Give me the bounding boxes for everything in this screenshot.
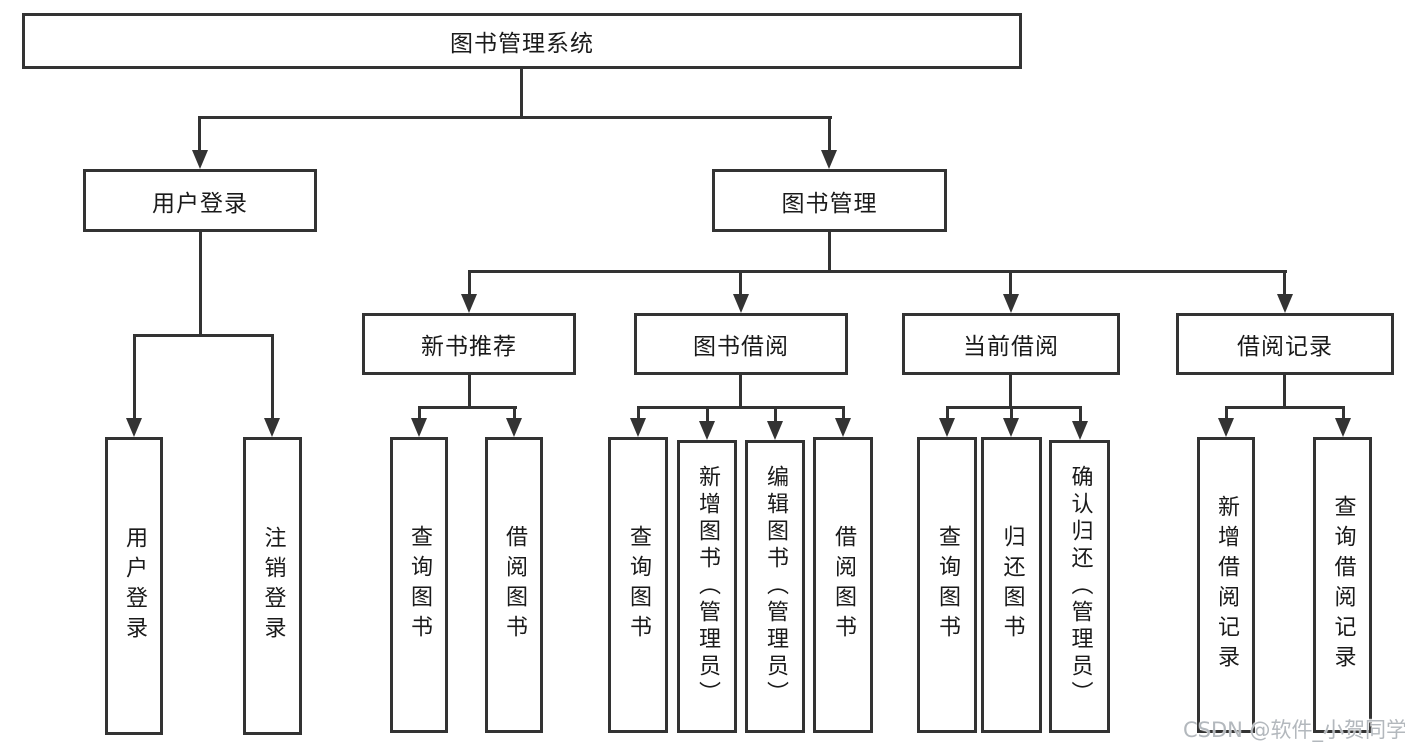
connector-root-to-book-mgmt — [828, 116, 831, 152]
connector-rec-bar — [418, 406, 517, 409]
connector-rec-drop-2 — [513, 406, 516, 420]
connector-rec-stem — [468, 375, 471, 409]
connector-user-login-stem — [199, 232, 202, 336]
node-bor-borrow-book-label: 借阅图书 — [831, 525, 856, 645]
node-rec-borrow-book: 借阅图书 — [485, 437, 543, 733]
connector-to-borrow-record — [1283, 270, 1286, 296]
node-rcd-add-record: 新增借阅记录 — [1197, 437, 1255, 733]
node-rec-query-book: 查询图书 — [390, 437, 448, 733]
connector-borrow-drop-1 — [637, 406, 640, 420]
node-current-borrow-label: 当前借阅 — [963, 334, 1059, 360]
node-cur-confirm-return-label: 确认归还（管理员） — [1067, 465, 1093, 708]
connector-borrow-drop-3 — [774, 406, 777, 423]
connector-borrow-stem — [739, 375, 742, 409]
node-bor-edit-book-label: 编辑图书（管理员） — [763, 465, 788, 708]
arrowhead-down-icon — [192, 150, 208, 169]
node-cur-return-book: 归还图书 — [981, 437, 1042, 733]
node-rec-query-book-label: 查询图书 — [407, 525, 432, 645]
arrowhead-down-icon — [1072, 421, 1088, 440]
arrowhead-down-icon — [1335, 418, 1351, 437]
node-cur-query-book: 查询图书 — [917, 437, 977, 733]
node-rcd-add-record-label: 新增借阅记录 — [1214, 495, 1239, 675]
connector-borrow-bar — [637, 406, 845, 409]
connector-current-drop-3 — [1079, 406, 1082, 423]
arrowhead-down-icon — [506, 418, 522, 437]
node-rec-borrow-book-label: 借阅图书 — [502, 525, 527, 645]
connector-current-drop-1 — [946, 406, 949, 420]
node-leaf-user-login-label: 用户登录 — [122, 526, 147, 646]
node-bor-add-book-label: 新增图书（管理员） — [695, 465, 720, 708]
arrowhead-down-icon — [1003, 294, 1019, 313]
connector-record-drop-2 — [1342, 406, 1345, 420]
node-book-borrow-label: 图书借阅 — [693, 334, 789, 360]
node-book-mgmt-label: 图书管理 — [781, 190, 878, 217]
arrowhead-down-icon — [835, 418, 851, 437]
connector-to-current-borrow — [1009, 270, 1012, 296]
connector-to-book-borrow — [739, 270, 742, 296]
node-leaf-logout: 注销登录 — [243, 437, 302, 735]
connector-to-leaf-login — [133, 334, 136, 420]
node-new-book-rec-label: 新书推荐 — [421, 334, 517, 360]
arrowhead-down-icon — [126, 418, 142, 437]
connector-borrow-drop-2 — [706, 406, 709, 423]
node-book-mgmt: 图书管理 — [712, 169, 947, 232]
arrowhead-down-icon — [1277, 294, 1293, 313]
arrowhead-down-icon — [264, 418, 280, 437]
connector-root-stem — [520, 69, 523, 118]
node-rcd-query-record-label: 查询借阅记录 — [1330, 495, 1356, 675]
connector-to-new-book-rec — [468, 270, 471, 296]
connector-current-bar — [946, 406, 1082, 409]
node-current-borrow: 当前借阅 — [902, 313, 1120, 375]
node-bor-add-book: 新增图书（管理员） — [677, 440, 737, 733]
node-cur-return-book-label: 归还图书 — [999, 525, 1025, 645]
connector-book-mgmt-stem — [828, 232, 831, 273]
arrowhead-down-icon — [699, 421, 715, 440]
connector-record-stem — [1283, 375, 1286, 409]
node-user-login: 用户登录 — [83, 169, 317, 232]
arrowhead-down-icon — [630, 418, 646, 437]
node-rcd-query-record: 查询借阅记录 — [1313, 437, 1372, 733]
node-bor-query-book-label: 查询图书 — [626, 525, 651, 645]
node-bor-edit-book: 编辑图书（管理员） — [745, 440, 805, 733]
connector-borrow-drop-4 — [842, 406, 845, 420]
connector-rec-drop-1 — [418, 406, 421, 420]
connector-root-bar — [198, 116, 832, 119]
arrowhead-down-icon — [767, 421, 783, 440]
connector-book-mgmt-bar — [468, 270, 1287, 273]
arrowhead-down-icon — [821, 150, 837, 169]
node-book-borrow: 图书借阅 — [634, 313, 848, 375]
connector-record-bar — [1225, 406, 1345, 409]
connector-current-stem — [1009, 375, 1012, 409]
arrowhead-down-icon — [461, 294, 477, 313]
node-borrow-record: 借阅记录 — [1176, 313, 1394, 375]
connector-user-login-bar — [133, 334, 274, 337]
connector-record-drop-1 — [1225, 406, 1228, 420]
connector-to-leaf-logout — [271, 334, 274, 420]
node-bor-query-book: 查询图书 — [608, 437, 668, 733]
arrowhead-down-icon — [411, 418, 427, 437]
csdn-watermark: CSDN @软件_小贺同学 — [1183, 718, 1405, 742]
node-bor-borrow-book: 借阅图书 — [813, 437, 873, 733]
node-leaf-user-login: 用户登录 — [105, 437, 163, 735]
node-root-label: 图书管理系统 — [450, 31, 594, 57]
node-cur-query-book-label: 查询图书 — [935, 525, 960, 645]
node-cur-confirm-return: 确认归还（管理员） — [1049, 440, 1110, 733]
node-user-login-label: 用户登录 — [152, 190, 248, 217]
node-root: 图书管理系统 — [22, 13, 1022, 69]
node-borrow-record-label: 借阅记录 — [1237, 334, 1333, 360]
arrowhead-down-icon — [733, 294, 749, 313]
connector-current-drop-2 — [1010, 406, 1013, 420]
arrowhead-down-icon — [939, 418, 955, 437]
node-new-book-rec: 新书推荐 — [362, 313, 576, 375]
connector-root-to-user-login — [198, 116, 201, 152]
arrowhead-down-icon — [1003, 418, 1019, 437]
node-leaf-logout-label: 注销登录 — [260, 526, 286, 646]
arrowhead-down-icon — [1218, 418, 1234, 437]
